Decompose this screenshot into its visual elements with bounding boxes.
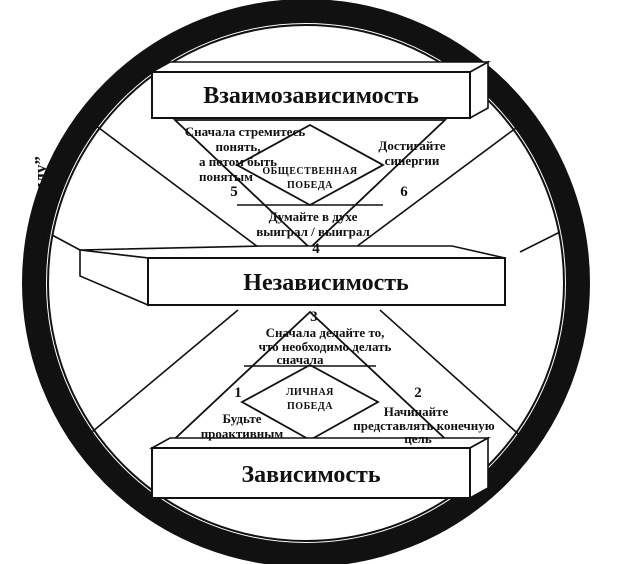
level-middle-label: Независимость xyxy=(243,270,409,296)
habit-3-line-3: сначала xyxy=(277,352,324,367)
habit-6-line-2: синергии xyxy=(385,153,440,168)
public-victory-label-2: ПОБЕДА xyxy=(287,180,333,191)
top-box-top xyxy=(148,61,492,73)
private-victory-label-1: ЛИЧНАЯ xyxy=(286,387,334,398)
habit-6-number: 6 xyxy=(400,184,408,200)
habit-3-number: 3 xyxy=(310,309,318,325)
top-level-box xyxy=(151,71,471,119)
x-line-upper-right xyxy=(351,124,521,251)
x-line-lower-left xyxy=(91,309,239,433)
habit-4-line-2: выиграл / выиграл xyxy=(256,224,370,239)
habit-2-number: 2 xyxy=(414,385,422,401)
habit-2-line-3: цель xyxy=(404,431,432,446)
x-line-upper-left xyxy=(94,124,263,251)
bottom-box-side xyxy=(469,436,489,500)
habit-5-line-4: понятым xyxy=(199,169,253,184)
habit-6-line-1: Достигайте xyxy=(378,138,445,153)
habit-4-line-1: Думайте в духе xyxy=(269,209,358,224)
habit-4-number: 4 xyxy=(312,241,320,257)
habit-3-line-1: Сначала делайте то, xyxy=(266,325,385,340)
habit-2-line-2: представлять конечную xyxy=(353,418,494,433)
habit-5-line-2: понять, xyxy=(215,139,260,154)
habit-7-side-label: 7 “Затачивайте пилу” xyxy=(31,156,50,324)
habit-5-line-1: Сначала стремитесь xyxy=(185,124,306,139)
habit-5-line-3: а потом быть xyxy=(199,154,277,169)
habit-1-line-1: Будьте xyxy=(222,411,261,426)
x-line-lower-right xyxy=(379,309,526,441)
private-victory-label-2: ПОБЕДА xyxy=(287,401,333,412)
habit-1-number: 1 xyxy=(234,385,242,401)
public-victory-label-1: ОБЩЕСТВЕННАЯ xyxy=(262,166,358,177)
habit-2-line-1: Начинайте xyxy=(384,404,449,419)
level-bottom-label: Зависимость xyxy=(241,462,380,488)
x-line-left-mid xyxy=(51,234,81,251)
x-line-right-mid xyxy=(519,231,561,253)
habit-3-line-2: что необходимо делать xyxy=(259,339,392,354)
level-top-label: Взаимозависимость xyxy=(203,83,419,109)
habit-5-number: 5 xyxy=(230,184,238,200)
bottom-level-box xyxy=(151,447,471,499)
middle-slab-top xyxy=(79,245,506,259)
habit-1-line-2: проактивным xyxy=(201,426,284,441)
middle-level-box xyxy=(147,257,506,306)
